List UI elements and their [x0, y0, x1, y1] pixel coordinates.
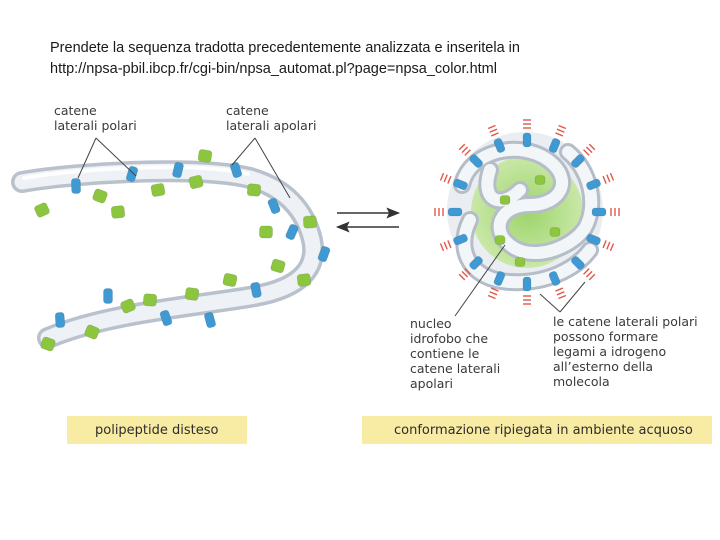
apolar-side-chain — [297, 273, 311, 286]
polar-side-chain — [592, 208, 606, 216]
extended-polypeptide — [22, 149, 331, 352]
hydrogen-bond-mark — [490, 129, 497, 132]
hydrogen-bond-mark — [603, 240, 606, 247]
hydrogen-bond-mark — [557, 292, 564, 295]
polar-side-chain — [523, 277, 531, 291]
hydrogen-bond-mark — [610, 173, 613, 180]
hydrogen-bond-mark — [440, 173, 443, 180]
label-apolar-side-chains: catene laterali apolari — [226, 103, 316, 133]
caption-folded-conformation: conformazione ripiegata in ambiente acqu… — [362, 416, 712, 444]
hydrogen-bond-mark — [603, 176, 606, 183]
hydrogen-bond-mark — [459, 274, 465, 280]
apolar-side-chain — [198, 149, 213, 163]
apolar-side-chain — [303, 216, 317, 229]
folded-protein — [435, 120, 619, 304]
hydrogen-bond-mark — [488, 125, 495, 128]
hydrogen-bond-mark — [488, 295, 495, 298]
hydrogen-bond-mark — [462, 147, 468, 153]
apolar-side-chain — [185, 287, 200, 301]
apolar-side-chain — [550, 228, 560, 237]
hydrogen-bond-mark — [607, 175, 610, 182]
caption-extended-polypeptide: polipeptide disteso — [67, 416, 247, 444]
hydrogen-bond-mark — [557, 129, 564, 132]
hydrogen-bond-mark — [589, 274, 595, 280]
hydrogen-bond-mark — [607, 242, 610, 249]
hydrogen-bond-mark — [440, 244, 443, 251]
hydrogen-bond-mark — [559, 295, 566, 298]
label-hydrophobic-core: nucleo idrofobo che contiene le catene l… — [410, 316, 500, 391]
hydrogen-bond-mark — [586, 147, 592, 153]
apolar-side-chain — [515, 258, 525, 267]
hydrogen-bond-mark — [586, 271, 592, 277]
apolar-side-chain — [151, 183, 166, 197]
hydrogen-bond-mark — [465, 150, 471, 156]
hydrogen-bond-mark — [490, 292, 497, 295]
apolar-side-chain — [222, 273, 237, 287]
apolar-side-chain — [247, 183, 261, 196]
hydrogen-bond-mark — [448, 176, 451, 183]
apolar-side-chain — [495, 236, 505, 245]
apolar-side-chain — [535, 176, 545, 185]
hydrogen-bond-mark — [584, 150, 590, 156]
polar-side-chain — [55, 312, 65, 328]
hydrogen-bond-mark — [555, 133, 562, 136]
apolar-side-chain — [111, 205, 125, 218]
polar-side-chain — [204, 312, 217, 329]
hydrogen-bond-mark — [610, 244, 613, 251]
hydrogen-bond-mark — [491, 133, 498, 136]
polar-side-chain — [285, 223, 299, 240]
polar-side-chain — [523, 133, 531, 147]
caption-extended-text: polipeptide disteso — [95, 423, 218, 438]
polar-side-chain — [71, 178, 81, 193]
apolar-side-chain — [92, 188, 108, 204]
hydrogen-bond-mark — [459, 144, 465, 150]
apolar-side-chain — [270, 258, 286, 273]
apolar-side-chain — [34, 202, 51, 218]
polar-side-chain — [448, 208, 462, 216]
label-hydrogen-bonds: le catene laterali polari possono formar… — [553, 314, 698, 389]
equilibrium-arrows — [337, 209, 399, 231]
polar-side-chain — [104, 289, 113, 304]
hydrogen-bond-mark — [448, 240, 451, 247]
hydrogen-bond-mark — [559, 125, 566, 128]
hydrogen-bond-mark — [444, 242, 447, 249]
hydrogen-bond-mark — [584, 269, 590, 275]
label-polar-side-chains: catene laterali polari — [54, 103, 137, 133]
caption-folded-text: conformazione ripiegata in ambiente acqu… — [394, 423, 693, 438]
apolar-side-chain — [259, 226, 272, 238]
hydrogen-bond-mark — [589, 144, 595, 150]
apolar-side-chain — [143, 294, 157, 307]
apolar-side-chain — [500, 196, 510, 205]
hydrogen-bond-mark — [444, 175, 447, 182]
hydrogen-bond-mark — [555, 288, 562, 291]
apolar-side-chain — [188, 175, 204, 190]
